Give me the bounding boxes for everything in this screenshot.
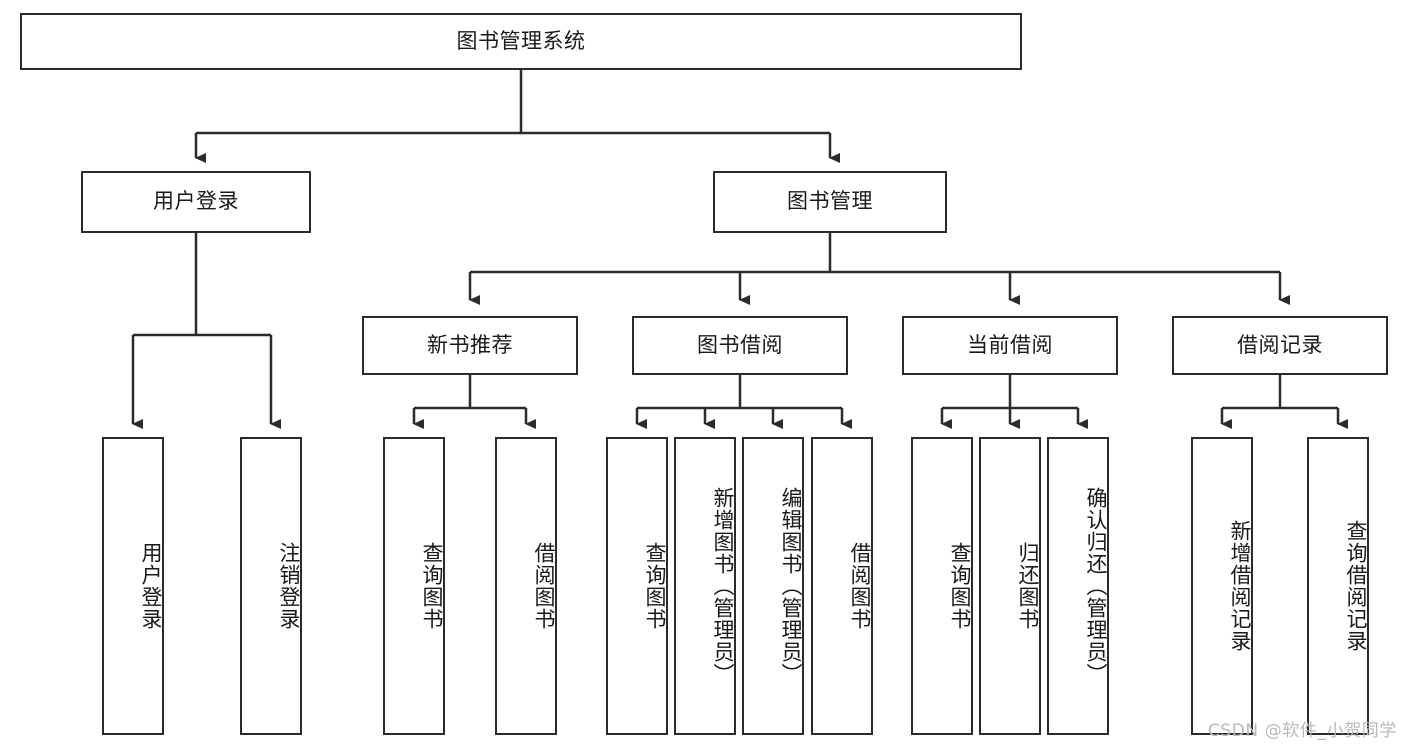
node-label: 图书管理系统 [456,28,586,53]
node-label: 查询图书 [948,542,972,630]
node-label: 当前借阅 [967,332,1053,357]
node-label: 注销登录 [277,542,301,630]
node-label: 查询图书 [420,542,444,630]
leaf-borrow-book-1[interactable]: 借阅图书 [495,437,557,735]
node-book-manage[interactable]: 图书管理 [713,171,947,233]
node-label: 确认归还（管理员） [1084,487,1108,685]
node-label: 新增图书（管理员） [711,487,735,685]
node-label: 新增借阅记录 [1228,520,1252,652]
leaf-return-book[interactable]: 归还图书 [979,437,1041,735]
leaf-user-login[interactable]: 用户登录 [102,437,164,735]
leaf-logout[interactable]: 注销登录 [240,437,302,735]
leaf-add-record[interactable]: 新增借阅记录 [1191,437,1253,735]
node-label: 归还图书 [1016,542,1040,630]
node-label: 用户登录 [153,189,239,214]
node-borrow-record[interactable]: 借阅记录 [1172,316,1388,375]
node-label: 编辑图书（管理员） [779,487,803,685]
node-label: 新书推荐 [427,332,513,357]
leaf-confirm-return[interactable]: 确认归还（管理员） [1047,437,1109,735]
node-root-system[interactable]: 图书管理系统 [20,13,1022,70]
leaf-add-book[interactable]: 新增图书（管理员） [674,437,736,735]
node-user-login[interactable]: 用户登录 [81,171,311,233]
node-book-borrow[interactable]: 图书借阅 [632,316,848,375]
leaf-query-record[interactable]: 查询借阅记录 [1307,437,1369,735]
leaf-query-book-2[interactable]: 查询图书 [606,437,668,735]
node-label: 图书管理 [787,189,873,214]
leaf-borrow-book-2[interactable]: 借阅图书 [811,437,873,735]
node-label: 借阅记录 [1237,332,1323,357]
node-label: 借阅图书 [848,542,872,630]
node-label: 借阅图书 [532,542,556,630]
leaf-query-book-1[interactable]: 查询图书 [383,437,445,735]
leaf-query-book-3[interactable]: 查询图书 [911,437,973,735]
node-label: 用户登录 [139,542,163,630]
node-new-book-rec[interactable]: 新书推荐 [362,316,578,375]
node-label: 查询图书 [643,542,667,630]
node-label: 查询借阅记录 [1344,520,1368,652]
leaf-edit-book[interactable]: 编辑图书（管理员） [742,437,804,735]
node-current-borrow[interactable]: 当前借阅 [902,316,1118,375]
watermark-text: CSDN @软件_小贺同学 [1207,721,1397,741]
node-label: 图书借阅 [697,332,783,357]
